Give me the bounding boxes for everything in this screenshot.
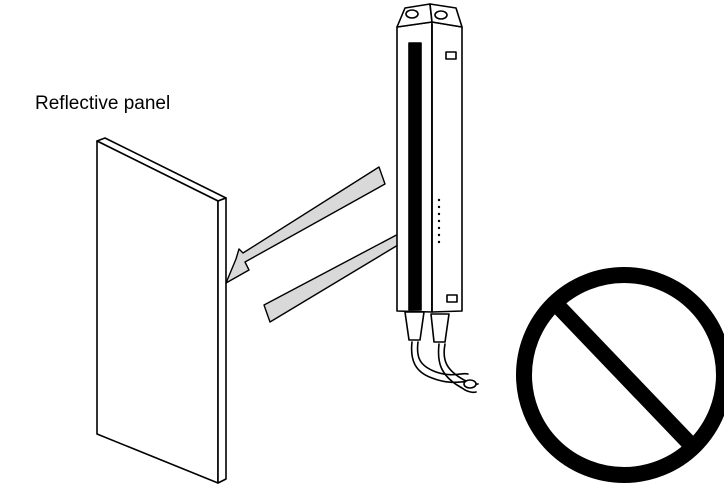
sensor-indicator-top <box>445 51 457 60</box>
sensor-indicator-bottom <box>446 294 458 303</box>
sensor-connector-top <box>405 9 419 19</box>
reflective-panel <box>96 137 227 484</box>
sensor-bottom-connector-right <box>430 313 450 343</box>
reflective-panel-label: Reflective panel <box>35 93 171 114</box>
sensor-cables <box>410 341 479 394</box>
sensor-bottom-connector-left <box>404 311 425 341</box>
outgoing-beam-arrow <box>225 166 386 284</box>
light-curtain-sensor <box>396 3 463 343</box>
reflective-panel-face <box>96 140 219 484</box>
sensor-connector-top-right <box>434 10 448 20</box>
reflective-panel-side <box>217 197 227 484</box>
prohibition-icon <box>516 267 724 483</box>
light-beams <box>225 166 424 323</box>
sensor-right-column <box>431 21 463 313</box>
sensor-detection-dots <box>437 198 441 244</box>
sensor-channel <box>408 42 422 311</box>
